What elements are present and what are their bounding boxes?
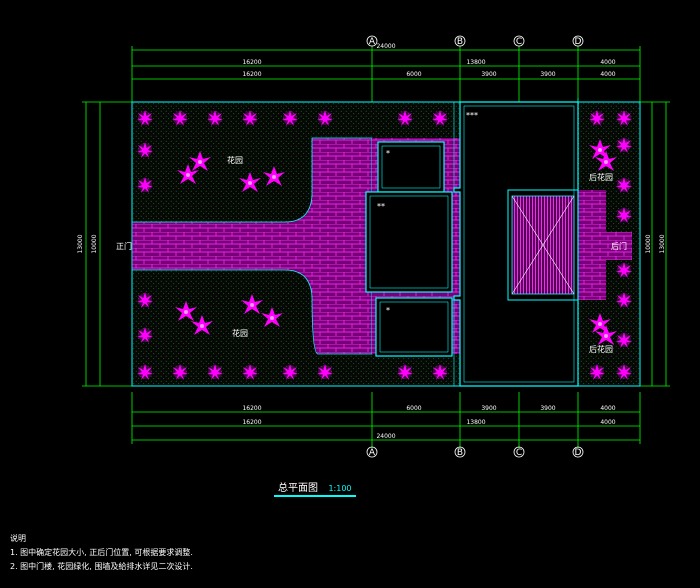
drawing-title: 总平面图 <box>278 481 318 494</box>
dim-top-r2-2: 13800 <box>466 59 485 66</box>
dim-left-inner: 10000 <box>91 234 98 253</box>
dim-bot-r1-1: 16200 <box>242 405 261 412</box>
dim-top-r2-3: 4000 <box>600 59 615 66</box>
dim-left-outer: 13000 <box>77 234 84 253</box>
axis-top-d: D <box>575 37 582 47</box>
bottom-dimension-texts: 16200 6000 3900 3900 4000 16200 13800 40… <box>242 405 615 440</box>
axis-bot-b: B <box>457 448 463 458</box>
dim-top-r3-4: 3900 <box>540 71 555 78</box>
notes-item-2: 2. 图中门楼, 花园绿化, 围墙及給排水详见二次设计. <box>10 562 193 571</box>
grid-axes-bottom <box>366 446 584 458</box>
label-rear-garden-top: 后花园 <box>589 172 613 182</box>
notes-block: 说明 1. 图中确定花园大小, 正后门位置, 可根据要求调整. 2. 图中门楼,… <box>10 532 690 574</box>
dim-top-overall: 24000 <box>376 43 395 50</box>
marker-3: ** <box>377 202 385 211</box>
marker-2: * <box>386 149 390 158</box>
drawing-scale: 1:100 <box>328 484 351 493</box>
side-dimensions <box>82 101 670 387</box>
dim-bot-r2-2: 13800 <box>466 419 485 426</box>
label-rear-garden-bottom: 后花园 <box>589 344 613 354</box>
dim-right-outer: 13000 <box>659 234 666 253</box>
label-garden-bottom: 花园 <box>232 328 248 338</box>
axis-bot-d: D <box>575 448 582 458</box>
dim-bot-r1-3: 3900 <box>481 405 496 412</box>
dim-top-r3-5: 4000 <box>600 71 615 78</box>
top-dimension-texts: 24000 16200 13800 4000 16200 6000 3900 3… <box>242 43 615 78</box>
notes-item-1: 1. 图中确定花园大小, 正后门位置, 可根据要求调整. <box>10 548 193 557</box>
top-dimensions <box>131 46 641 102</box>
roof-hatch <box>507 189 579 301</box>
paved-walkway <box>131 137 373 355</box>
rear-paving <box>578 190 606 300</box>
axis-top-c: C <box>516 37 522 47</box>
dim-bot-r1-5: 4000 <box>600 405 615 412</box>
dim-top-r3-2: 6000 <box>406 71 421 78</box>
dim-bot-r2-1: 16200 <box>242 419 261 426</box>
dim-top-r2-1: 16200 <box>242 59 261 66</box>
marker-4: * <box>386 306 390 315</box>
grid-axes-top <box>366 35 584 47</box>
dim-top-r3-3: 3900 <box>481 71 496 78</box>
notes-heading: 说明 <box>10 534 26 543</box>
axis-top-a: A <box>369 37 376 47</box>
axis-bot-c: C <box>516 448 522 458</box>
label-front-gate: 正门 <box>116 241 132 251</box>
dim-bot-r1-4: 3900 <box>540 405 555 412</box>
dim-top-r3-1: 16200 <box>242 71 261 78</box>
dim-bot-overall: 24000 <box>376 433 395 440</box>
label-back-gate: 后门 <box>611 241 627 251</box>
marker-1: *** <box>466 111 478 120</box>
dim-bot-r1-2: 6000 <box>406 405 421 412</box>
rear-gate-paving <box>606 232 632 260</box>
dim-right-inner: 10000 <box>645 234 652 253</box>
axis-top-b: B <box>457 37 463 47</box>
axis-bot-a: A <box>369 448 376 458</box>
dim-bot-r2-3: 4000 <box>600 419 615 426</box>
label-garden-top: 花园 <box>227 155 243 165</box>
bottom-dimensions <box>131 392 641 448</box>
